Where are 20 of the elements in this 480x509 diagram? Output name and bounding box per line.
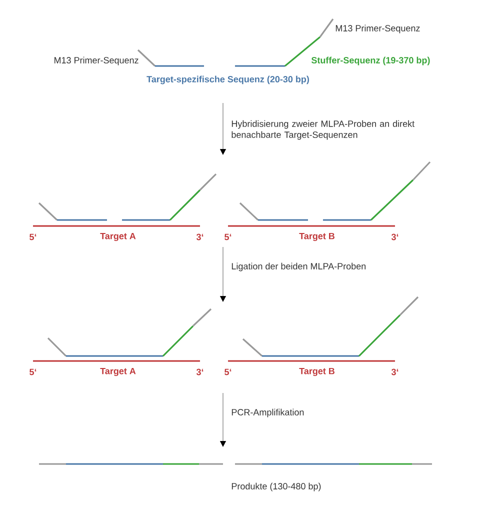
primer-label: M13 Primer-Sequenz <box>54 56 138 66</box>
target-label: Target A <box>100 232 136 242</box>
primer-label: M13 Primer-Sequenz <box>336 24 420 34</box>
end-label: 3‘ <box>196 234 204 240</box>
step-label: Ligation der beiden MLPA-Proben <box>232 262 366 272</box>
end-label: 5‘ <box>224 368 232 376</box>
target-label: Target B <box>299 368 334 376</box>
product-label: Produkte (130-480 bp) <box>232 482 321 492</box>
end-label: 3‘ <box>196 368 204 376</box>
end-label: 5‘ <box>30 234 36 240</box>
step-label: Hybridisierung zweier MLPA-Proben an direkt benachbarte Target-Sequenzen <box>232 120 414 140</box>
end-label: 5‘ <box>30 368 36 376</box>
end-label: 3‘ <box>391 368 398 376</box>
end-label: 5‘ <box>224 234 232 240</box>
target-label: Target A <box>100 368 136 376</box>
end-label: 3‘ <box>391 234 398 240</box>
step-label: PCR-Amplifikation <box>232 408 304 418</box>
target-label: Target B <box>299 232 334 242</box>
stuffer-label: Stuffer-Sequenz (19-370 bp) <box>311 56 430 66</box>
target-sequence-label: Target-spezifische Sequenz (20-30 bp) <box>146 76 309 84</box>
